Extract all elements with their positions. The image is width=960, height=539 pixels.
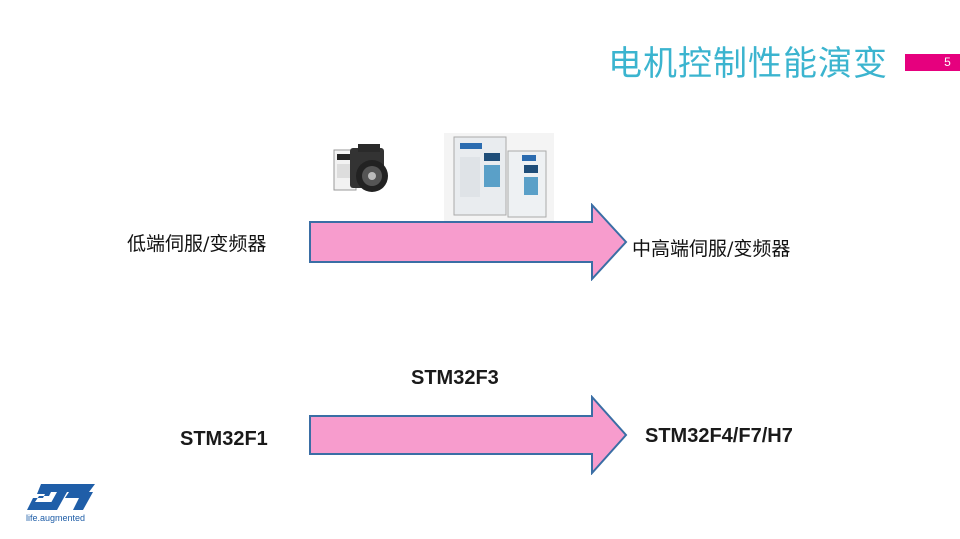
stm32f3-label: STM32F3 [411,367,499,389]
stm32f1-label: STM32F1 [180,428,268,450]
evolution-arrow-bottom [309,395,628,475]
st-logo-tagline: life.augmented [26,513,86,523]
servo-drive-motor-image [333,144,388,192]
low-end-servo-label: 低端伺服/变频器 [127,233,267,255]
page-number-badge: 5 [905,54,960,71]
high-end-servo-label: 中高端伺服/变频器 [632,238,791,260]
page-title: 电机控制性能演变 [608,44,888,84]
st-logo-icon [27,484,95,510]
st-logo: life.augmented [22,482,102,527]
evolution-arrow-top [309,203,628,281]
page-number: 5 [944,55,951,69]
stm32f4-f7-h7-label: STM32F4/F7/H7 [645,425,793,447]
inverter-drives-image [444,133,554,223]
